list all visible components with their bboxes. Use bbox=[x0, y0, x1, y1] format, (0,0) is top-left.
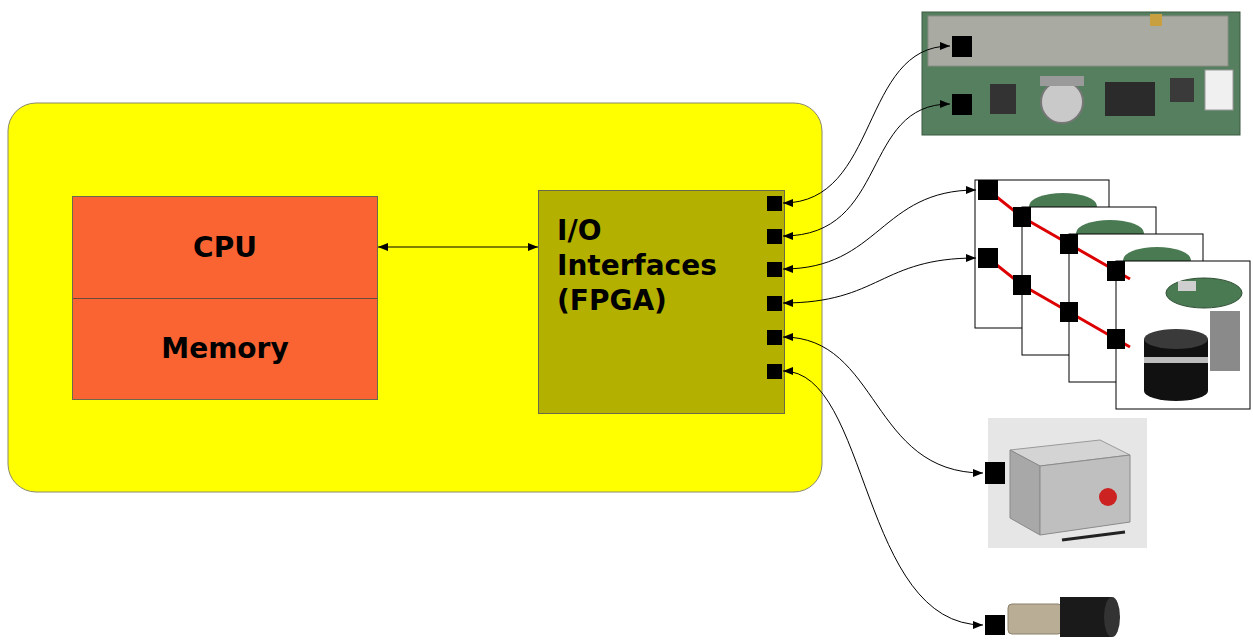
io-link bbox=[783, 258, 976, 303]
motor-body bbox=[1144, 381, 1208, 401]
camera-lens bbox=[1104, 597, 1120, 637]
fpga-ports bbox=[767, 196, 782, 379]
chip bbox=[990, 84, 1016, 114]
io-link bbox=[783, 371, 983, 625]
photo-ground bbox=[988, 418, 1147, 548]
fpga-box: I/O Interfaces (FPGA) bbox=[538, 190, 785, 414]
camera-body bbox=[1008, 604, 1062, 634]
box-front bbox=[1040, 455, 1130, 535]
port bbox=[1060, 234, 1078, 254]
port bbox=[985, 615, 1005, 635]
button bbox=[1099, 488, 1117, 506]
circuit-board bbox=[922, 12, 1240, 135]
port bbox=[767, 262, 782, 277]
port bbox=[1107, 329, 1125, 349]
port bbox=[1060, 302, 1078, 322]
io-link bbox=[783, 190, 976, 269]
shield bbox=[928, 16, 1228, 66]
port bbox=[1107, 261, 1125, 281]
battery-clip bbox=[1040, 76, 1084, 86]
pcb bbox=[922, 12, 1240, 135]
box-side bbox=[1010, 450, 1040, 535]
box-label: Memory bbox=[161, 331, 288, 366]
chip bbox=[1170, 78, 1194, 102]
computer-board bbox=[8, 103, 822, 492]
box-label: CPU bbox=[193, 230, 257, 265]
port bbox=[767, 229, 782, 244]
port bbox=[1013, 207, 1031, 227]
port bbox=[978, 248, 998, 268]
port bbox=[767, 330, 782, 345]
card bbox=[1116, 261, 1250, 409]
bus-arrow bbox=[378, 247, 538, 248]
cpu-memory-box: CPU Memory bbox=[72, 196, 378, 400]
port bbox=[767, 296, 782, 311]
sensor-box bbox=[985, 418, 1147, 548]
box-label: I/O Interfaces (FPGA) bbox=[557, 213, 760, 318]
io-link bbox=[783, 46, 950, 203]
camera bbox=[985, 597, 1120, 637]
connectors bbox=[378, 247, 538, 248]
motor-card bbox=[1116, 261, 1250, 409]
coin-battery bbox=[1041, 81, 1083, 123]
connector bbox=[1150, 14, 1162, 26]
connector bbox=[1205, 70, 1233, 110]
port bbox=[767, 364, 782, 379]
io-link bbox=[783, 337, 983, 473]
port bbox=[767, 196, 782, 211]
motor-cards bbox=[975, 180, 1250, 409]
port bbox=[1013, 275, 1031, 295]
port bbox=[952, 36, 972, 57]
io-link bbox=[783, 104, 950, 236]
motor-part bbox=[1178, 281, 1196, 291]
port bbox=[978, 180, 998, 200]
chip bbox=[1105, 82, 1155, 116]
motor-gear bbox=[1210, 311, 1240, 371]
pen bbox=[1062, 532, 1125, 540]
port bbox=[985, 462, 1005, 484]
motor-pcb bbox=[1166, 278, 1242, 308]
box-cell: CPU bbox=[73, 197, 377, 298]
port bbox=[952, 94, 972, 115]
motor-top bbox=[1144, 329, 1208, 349]
motor-band bbox=[1144, 357, 1208, 363]
box-cell: Memory bbox=[73, 298, 377, 400]
device-links bbox=[783, 46, 983, 625]
